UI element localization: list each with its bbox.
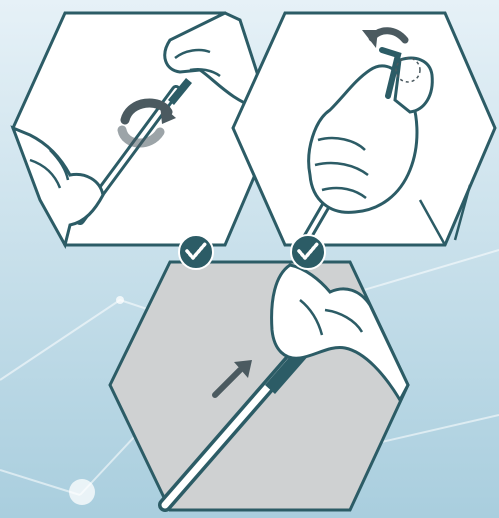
step-2-panel: [233, 13, 495, 250]
check-badge-icon: [179, 235, 213, 269]
check-badge-icon: [291, 235, 325, 269]
step-3-panel: [110, 262, 408, 510]
